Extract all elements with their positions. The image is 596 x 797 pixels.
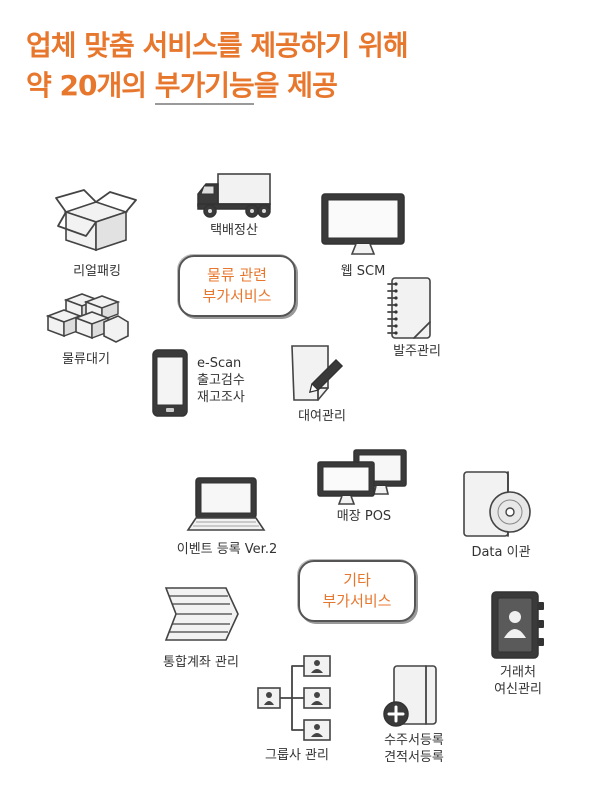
label-escan-line-3: 재고조사 [197, 390, 245, 405]
label-order-register: 수주서등록 견적서등록 [372, 732, 456, 766]
logistics-hub-line-2: 부가서비스 [202, 287, 272, 305]
monitor-icon [318, 192, 408, 258]
laptop-icon [186, 476, 266, 534]
label-escan-line-2: 출고검수 [197, 373, 245, 388]
smartphone-icon [150, 348, 190, 418]
label-data: Data 이관 [471, 545, 531, 560]
label-rental: 대여관리 [298, 409, 346, 424]
headline-line-2-suffix: 을 제공 [253, 69, 338, 102]
label-pos: 매장 POS [336, 509, 392, 524]
notebook-icon [384, 276, 434, 342]
data-disc-icon [460, 470, 540, 542]
other-hub: 기타 부가서비스 [298, 560, 416, 622]
box-icon [54, 188, 138, 254]
label-delivery: 택배정산 [210, 223, 258, 238]
label-escan-line-1: e-Scan [197, 356, 242, 371]
label-repack: 리얼패킹 [73, 264, 121, 279]
label-escan: e-Scan 출고검수 재고조사 [197, 355, 277, 406]
account-flag-icon [162, 584, 242, 648]
logistics-hub-line-1: 물류 관련 [207, 266, 267, 284]
other-hub-line-1: 기타 [343, 571, 371, 589]
logistics-hub: 물류 관련 부가서비스 [178, 255, 296, 317]
headline: 업체 맞춤 서비스를 제공하기 위해 약 20개의 부가기능을 제공 [26, 26, 409, 106]
paper-pencil-icon [286, 344, 346, 404]
label-order-register-line-2: 견적서등록 [384, 750, 444, 765]
stacked-boxes-icon [46, 292, 130, 344]
label-wait: 물류대기 [62, 352, 110, 367]
label-web-scm: 웹 SCM [340, 264, 386, 279]
headline-line-1: 업체 맞춤 서비스를 제공하기 위해 [26, 29, 409, 62]
other-hub-line-2: 부가서비스 [322, 592, 392, 610]
headline-line-2-prefix: 약 20개의 [26, 69, 155, 102]
label-group: 그룹사 관리 [265, 748, 329, 763]
label-partner: 거래처 여신관리 [476, 664, 560, 698]
document-plus-icon [380, 664, 444, 732]
headline-highlight: 부가기능 [154, 69, 255, 105]
label-account: 통합계좌 관리 [163, 655, 239, 670]
label-partner-line-2: 여신관리 [494, 682, 542, 697]
label-partner-line-1: 거래처 [500, 665, 536, 680]
address-book-icon [488, 590, 548, 662]
org-chart-icon [256, 654, 336, 746]
label-order: 발주관리 [393, 344, 441, 359]
label-event: 이벤트 등록 Ver.2 [176, 542, 278, 557]
truck-icon [194, 170, 274, 220]
label-order-register-line-1: 수주서등록 [384, 733, 444, 748]
dual-monitor-icon [314, 448, 410, 508]
